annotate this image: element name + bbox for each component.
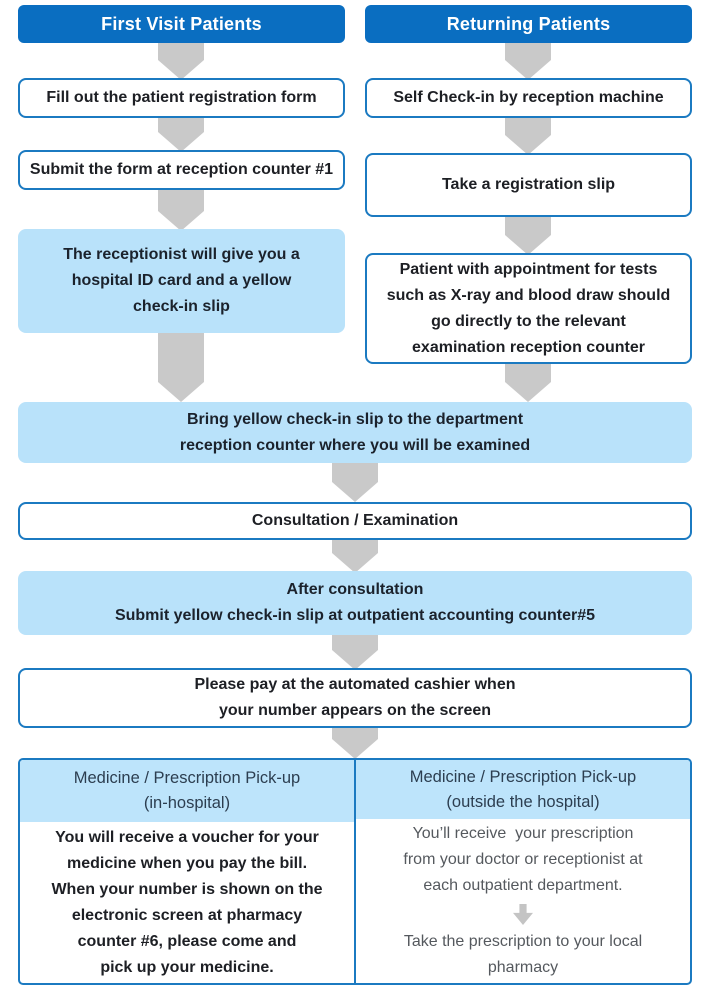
pickup-outside-hospital-body: You’ll receive your prescription from yo… (356, 819, 690, 983)
down-arrow-icon (158, 331, 204, 402)
body-line: You will receive a voucher for your (55, 828, 319, 846)
step-submit-form: Submit the form at reception counter #1 (18, 150, 345, 190)
step-label-line: After consultation (286, 581, 424, 598)
down-arrow-icon (505, 42, 551, 80)
step-label-line: such as X-ray and blood draw should (386, 286, 671, 304)
header-line: (in-hospital) (143, 794, 231, 812)
pickup-in-hospital-body: You will receive a voucher for your medi… (20, 822, 354, 983)
step-label-line: examination reception counter (412, 338, 645, 356)
first-visit-header-label: First Visit Patients (101, 13, 262, 34)
step-pay-cashier: Please pay at the automated cashier when… (18, 668, 692, 728)
down-arrow-icon (332, 633, 378, 670)
body-line: pick up your medicine. (100, 958, 274, 976)
body-line: electronic screen at pharmacy (71, 906, 303, 924)
step-label-line: reception counter where you will be exam… (179, 436, 531, 454)
step-label: Consultation / Examination (251, 512, 459, 529)
step-receptionist-id-card: The receptionist will give you a hospita… (18, 229, 345, 333)
down-arrow-icon (505, 215, 551, 255)
pickup-in-hospital-header: Medicine / Prescription Pick-up (in-hosp… (20, 760, 354, 822)
down-arrow-icon (513, 904, 533, 925)
step-label-line: check-in slip (133, 298, 230, 315)
step-appointment-tests: Patient with appointment for tests such … (365, 253, 692, 364)
step-label: Fill out the patient registration form (46, 89, 317, 106)
step-label-line: your number appears on the screen (218, 702, 492, 719)
header-line: Medicine / Prescription Pick-up (409, 767, 637, 786)
down-arrow-icon (158, 42, 204, 80)
step-label-line: Please pay at the automated cashier when (194, 676, 516, 693)
step-fill-registration-form: Fill out the patient registration form (18, 78, 345, 118)
down-arrow-icon (158, 188, 204, 231)
returning-header-label: Returning Patients (446, 13, 611, 34)
body-line: Take the prescription to your local (403, 933, 643, 950)
down-arrow-icon (505, 114, 551, 155)
body-line: counter #6, please come and (77, 932, 297, 950)
down-arrow-icon (332, 536, 378, 573)
step-label-line: hospital ID card and a yellow (71, 272, 292, 289)
header-line: Medicine / Prescription Pick-up (73, 769, 301, 787)
step-label-line: Patient with appointment for tests (399, 260, 658, 278)
down-arrow-icon (505, 362, 551, 402)
down-arrow-icon (158, 114, 204, 152)
step-label: Take a registration slip (441, 176, 616, 193)
returning-header: Returning Patients (365, 5, 692, 43)
step-label: Submit the form at reception counter #1 (29, 161, 334, 178)
step-label-line: Bring yellow check-in slip to the depart… (186, 410, 524, 428)
step-after-consultation: After consultation Submit yellow check-i… (18, 571, 692, 635)
body-line: each outpatient department. (423, 877, 623, 894)
body-line: pharmacy (487, 959, 559, 976)
step-label-line: Submit yellow check-in slip at outpatien… (114, 607, 596, 624)
body-line: You’ll receive your prescription (412, 825, 634, 842)
step-label-line: The receptionist will give you a (63, 246, 300, 263)
body-line: from your doctor or receptionist at (403, 851, 643, 868)
pickup-outside-hospital-header: Medicine / Prescription Pick-up (outside… (356, 760, 690, 819)
body-line: When your number is shown on the (51, 880, 323, 898)
first-visit-header: First Visit Patients (18, 5, 345, 43)
header-line: (outside the hospital) (446, 792, 600, 811)
step-consultation: Consultation / Examination (18, 502, 692, 540)
body-line: medicine when you pay the bill. (66, 854, 308, 872)
pickup-outside-hospital-column: Medicine / Prescription Pick-up (outside… (356, 760, 690, 983)
step-take-slip: Take a registration slip (365, 153, 692, 217)
down-arrow-icon (332, 461, 378, 502)
down-arrow-icon (332, 726, 378, 759)
pickup-in-hospital-column: Medicine / Prescription Pick-up (in-hosp… (20, 760, 356, 983)
step-self-checkin: Self Check-in by reception machine (365, 78, 692, 118)
step-label: Self Check-in by reception machine (393, 89, 664, 106)
step-label-line: go directly to the relevant (431, 312, 626, 330)
step-bring-slip: Bring yellow check-in slip to the depart… (18, 402, 692, 463)
medicine-pickup-table: Medicine / Prescription Pick-up (in-hosp… (18, 758, 692, 985)
